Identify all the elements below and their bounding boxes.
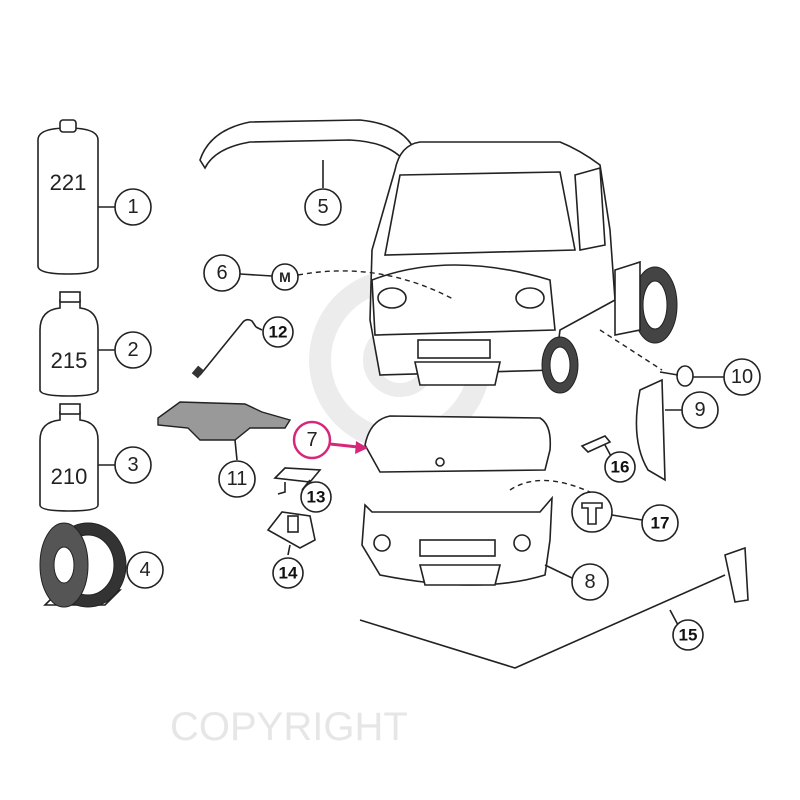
rivet-plug [509,479,643,533]
callout-number: 6 [216,262,227,284]
callout-number: 7 [306,429,317,451]
callout-number: 3 [127,454,138,476]
callout-number: 1 [127,196,138,218]
badge-emblem: M [239,263,456,301]
callout-number: 11 [227,468,248,490]
callout-5[interactable]: 5 [304,188,342,226]
side-trim [635,378,683,482]
callout-number: 14 [279,564,298,583]
watermark-text: COPYRIGHT [170,705,408,749]
callout-1[interactable]: 1 [114,188,152,226]
callout-4[interactable]: 4 [126,551,164,589]
prop-rod [191,318,263,379]
callout-16[interactable]: 16 [604,451,636,483]
callout-17[interactable]: 17 [641,504,679,542]
vehicle [369,141,678,394]
arrowhead-icon [355,441,368,454]
bottle-215: 215 [39,291,115,397]
callout-number: 8 [584,571,595,593]
callout-11[interactable]: 11 [218,460,256,498]
bottle-label: 210 [51,464,88,489]
insulation-mat [157,401,292,461]
callout-number: 4 [139,559,150,581]
bottle-221: 221 [37,119,115,275]
callout-number: 2 [127,339,138,361]
callout-number: 15 [679,626,698,645]
callout-number: 13 [307,488,326,507]
callout-13[interactable]: 13 [300,481,332,513]
callout-number: 5 [317,196,328,218]
highlight-arrow [329,442,359,449]
callout-number: 9 [694,399,705,421]
release-cable [359,546,749,669]
screw [599,329,724,387]
callout-9[interactable]: 9 [681,391,719,429]
svg-text:M: M [279,269,291,285]
callout-number: 10 [731,366,753,388]
callout-number: 12 [269,323,288,342]
callout-10[interactable]: 10 [723,358,761,396]
hood-panel [364,415,552,473]
callout-number: 16 [611,458,630,477]
callout-15[interactable]: 15 [672,619,704,651]
callout-6[interactable]: 6 [203,254,241,292]
callout-number: 17 [651,514,670,533]
latch-bracket [266,511,316,556]
bottle-label: 215 [51,348,88,373]
callout-7[interactable]: 7 [292,420,368,460]
bottle-210: 210 [39,403,115,512]
tape-roll [39,522,127,608]
callout-2[interactable]: 2 [114,331,152,369]
bottle-label: 221 [50,170,87,195]
callout-14[interactable]: 14 [272,557,304,589]
roof-panel [199,119,419,188]
clip [580,435,613,459]
front-bumper [361,495,573,586]
callout-12[interactable]: 12 [262,316,294,348]
callout-8[interactable]: 8 [571,563,609,601]
callout-3[interactable]: 3 [114,446,152,484]
